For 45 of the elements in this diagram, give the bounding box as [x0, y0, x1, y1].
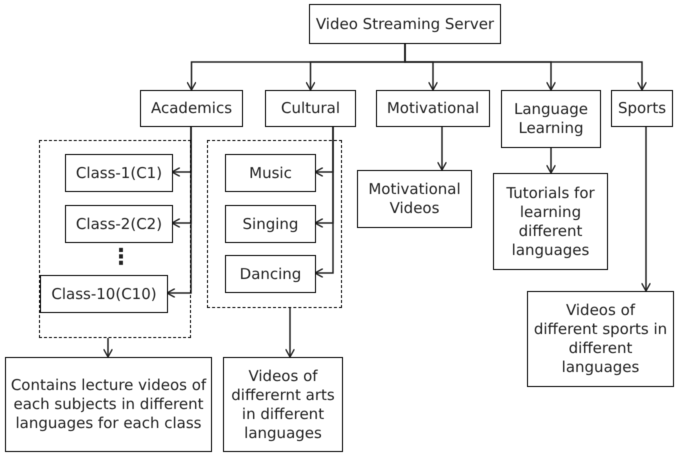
process-box — [65, 154, 173, 192]
process-box — [225, 205, 316, 243]
arrow — [314, 127, 334, 278]
process-box — [223, 357, 343, 452]
process-box — [40, 275, 168, 313]
box-text: Contains lecture videos of each subjects in different languages for each class — [10, 376, 208, 433]
process-box — [225, 154, 316, 192]
process-box — [527, 291, 674, 387]
box-text: Music — [248, 164, 293, 182]
box-text: Language Learning — [512, 100, 590, 138]
box-text: Sports — [616, 99, 668, 118]
box-text: Dancing — [238, 264, 302, 284]
box-text: Class-1(C1) — [74, 164, 164, 182]
arrow — [546, 148, 556, 174]
arrow — [284, 308, 296, 358]
box-text: Class-2(C2) — [74, 214, 164, 234]
dashed-group-box — [207, 140, 342, 308]
process-box — [357, 170, 472, 228]
box-text: Motivational — [386, 99, 480, 118]
arrow — [640, 127, 652, 292]
box-text: Videos of differernt arts in different languages — [230, 366, 336, 442]
box-text: Tutorials for learning different languages — [505, 184, 596, 260]
box-text: Academics — [150, 99, 234, 118]
box-text: Class-10(C10) — [50, 284, 158, 304]
box-text: Cultural — [280, 99, 342, 118]
box-text: Singing — [242, 214, 300, 234]
process-box — [376, 90, 490, 127]
process-box — [501, 90, 601, 148]
process-box — [5, 357, 212, 452]
ellipsis-mark: ⋮ — [110, 244, 132, 272]
process-box — [493, 173, 608, 270]
arrow — [102, 338, 114, 358]
arrow — [404, 44, 648, 91]
box-text: Video Streaming Server — [314, 14, 496, 34]
dashed-group-box — [39, 140, 191, 338]
box-text: Videos of different sports in different languages — [532, 301, 668, 377]
process-box — [309, 4, 501, 44]
process-box — [611, 90, 673, 127]
arrow — [436, 127, 448, 171]
process-box — [265, 90, 356, 127]
process-box — [225, 255, 316, 293]
process-box — [65, 205, 173, 243]
process-box — [140, 90, 243, 127]
arrow — [166, 127, 192, 298]
box-text: Motivational Videos — [367, 180, 462, 218]
